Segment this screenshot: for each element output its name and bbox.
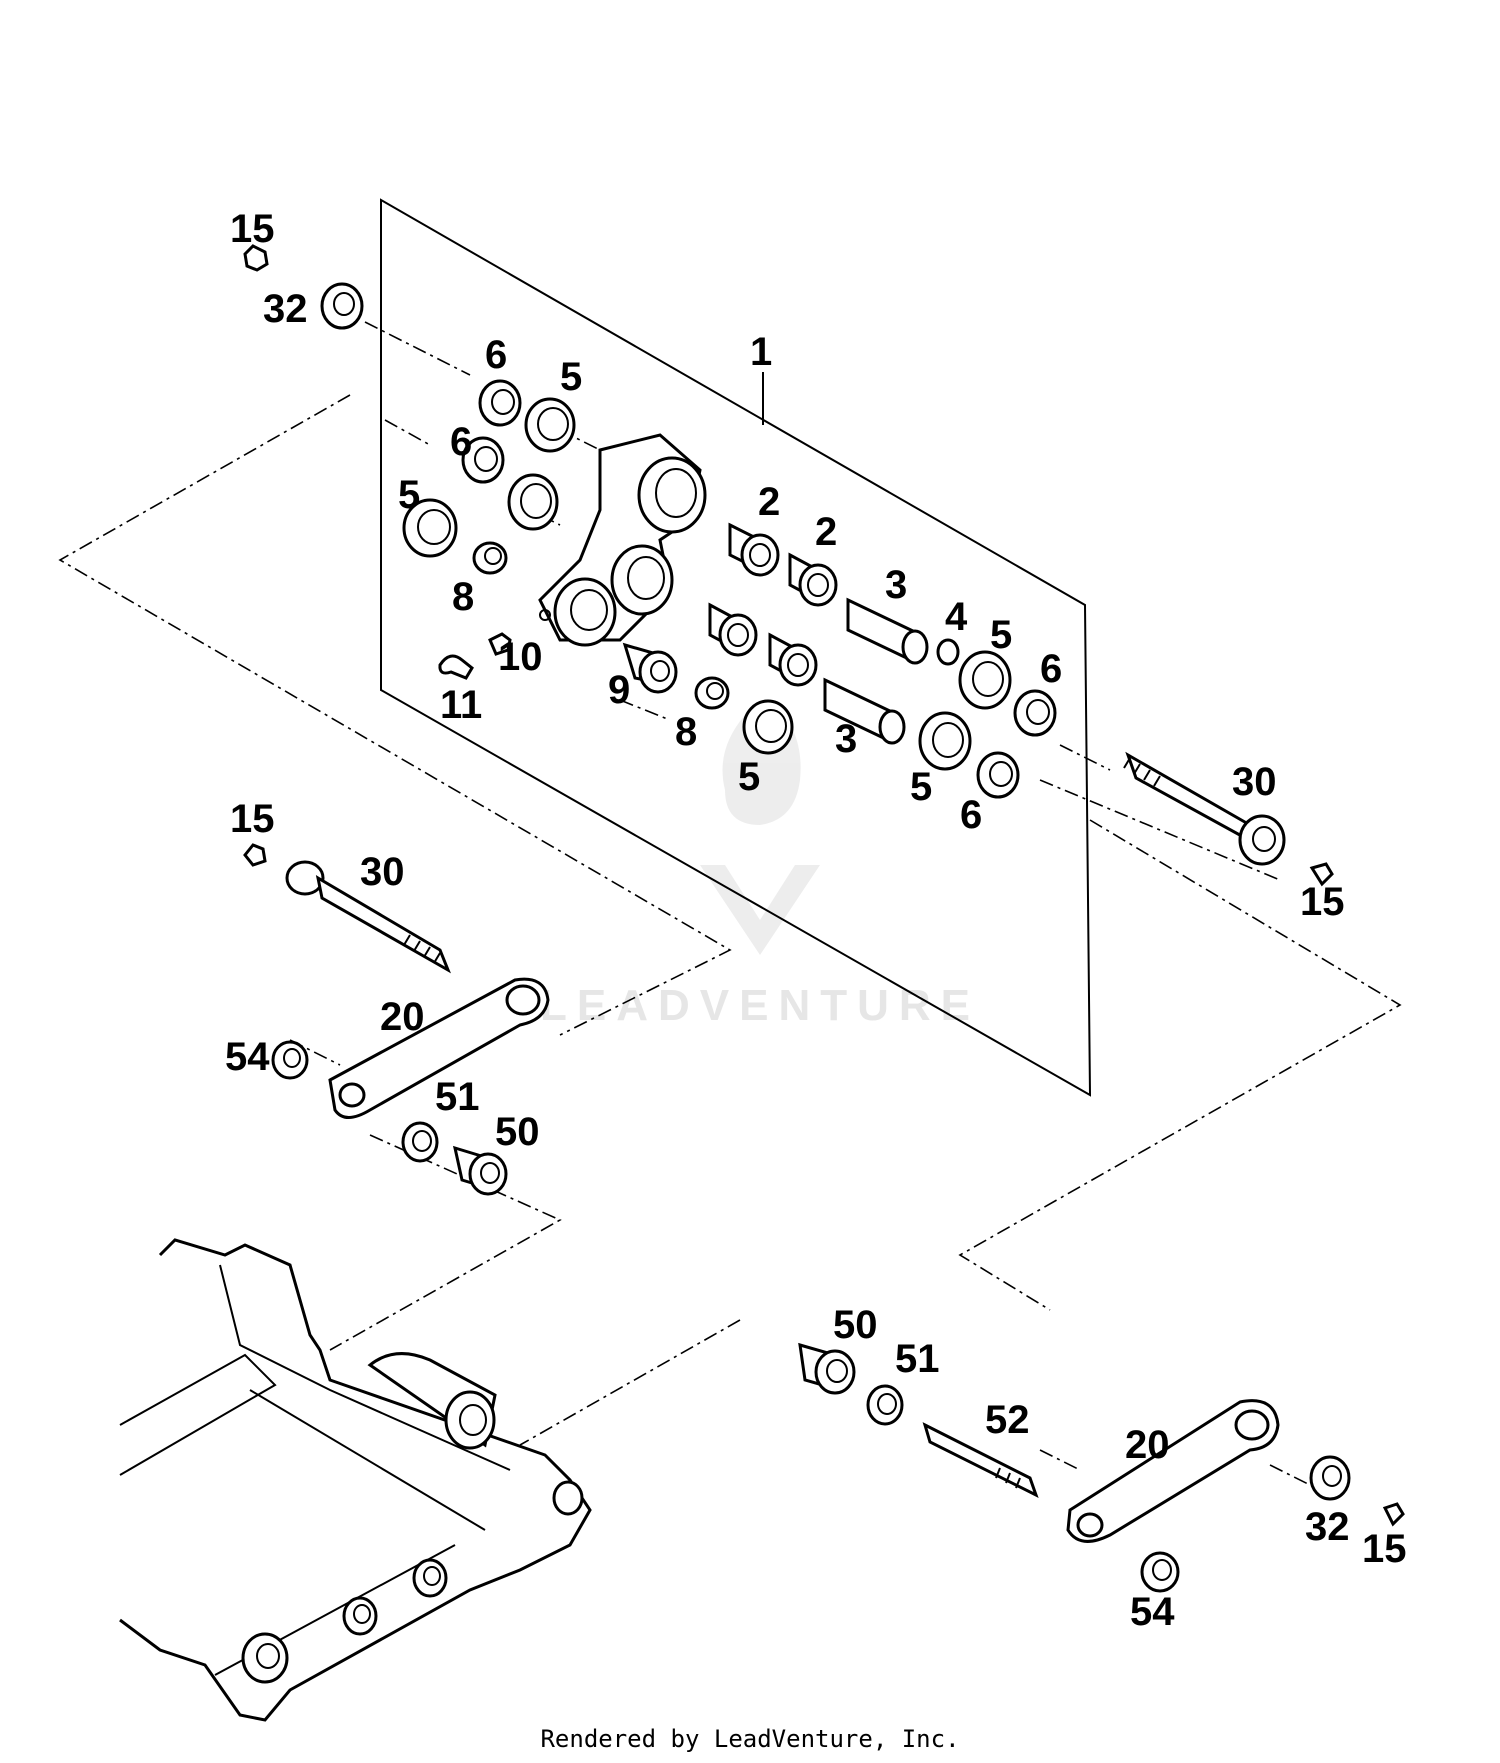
callout-51: 51 [435,1075,480,1119]
nut-54-right [1140,1551,1180,1593]
swingarm-frame [119,1238,592,1722]
callout-54: 54 [1130,1590,1175,1634]
callout-32: 32 [263,287,308,331]
callout-8: 8 [452,575,474,619]
bolt-30-right [1123,751,1286,866]
axis-line-link-right [1039,1449,1311,1486]
plug-15-top [243,244,269,272]
plug-15-left [243,843,267,867]
callout-15: 15 [1362,1527,1407,1571]
plug-15-bottom-right [1382,1502,1405,1527]
callout-5: 5 [738,755,760,799]
footer-credit: Rendered by LeadVenture, Inc. [540,1725,960,1753]
bolt-30-left [285,860,451,974]
ring-6-upper [478,379,522,427]
callout-labels: 15 32 1 6 5 6 5 8 2 2 3 4 5 6 10 11 9 8 … [225,207,1407,1634]
bushing-9 [622,642,678,694]
callout-6: 6 [1040,647,1062,691]
callout-51: 51 [895,1337,940,1381]
sleeve-3-lower [823,677,906,745]
needle-bearing-2-b [788,552,838,607]
axis-line-low [619,699,1281,881]
callout-2: 2 [815,510,837,554]
needle-bearing-2-a [728,522,780,577]
watermark-text: LEADVENTURE [540,981,980,1030]
rocker-arm-body [538,433,707,647]
callout-11: 11 [440,683,482,727]
axis-line-bolt [1059,744,1111,771]
callout-15: 15 [230,797,275,841]
seal-5-right-upper [958,650,1012,710]
callout-52: 52 [985,1398,1030,1442]
washer-51-left [401,1121,439,1163]
ring-6-mid [461,436,505,484]
link-rod-20-left [328,977,550,1119]
seal-5-lower [742,699,794,755]
seal-5-left [402,498,458,558]
callout-30: 30 [360,850,405,894]
callout-3: 3 [885,563,907,607]
callout-6: 6 [960,793,982,837]
callout-15: 15 [1300,880,1345,924]
dashed-link-lower-left [329,1134,562,1351]
callout-10: 10 [498,635,543,679]
callout-9: 9 [608,668,630,712]
callout-5: 5 [910,765,932,809]
assembly-plate-outline [380,198,1092,1097]
callout-54: 54 [225,1035,270,1079]
dashed-frame-left [58,394,732,1036]
cap-11 [438,654,474,680]
callout-2: 2 [758,480,780,524]
needle-bearing-2-d [768,632,818,687]
seal-5-mid [507,473,559,531]
callout-5: 5 [398,473,420,517]
callout-6: 6 [485,333,507,377]
seal-5-right-lower [918,711,972,771]
ring-6-right-lower [976,751,1020,799]
callout-15: 15 [230,207,275,251]
bushing-8-lower [694,676,730,710]
bushing-8-left [472,541,508,575]
callout-50: 50 [833,1303,878,1347]
bushing-50-right [798,1342,856,1395]
bushing-50-left [452,1145,508,1196]
callout-5: 5 [560,355,582,399]
callout-20: 20 [1125,1423,1170,1467]
link-rod-20-right [1066,1399,1280,1543]
callout-30: 30 [1232,760,1277,804]
dashed-frame-right [958,819,1402,1311]
nut-54-left [271,1040,309,1080]
callout-4: 4 [945,595,968,639]
needle-bearing-2-c [708,602,758,657]
grease-fitting-10 [488,632,512,656]
callout-6: 6 [450,420,472,464]
callout-32: 32 [1305,1505,1350,1549]
seal-5-upper [524,397,576,453]
o-ring-4 [936,638,960,666]
callout-20: 20 [380,995,425,1039]
plug-15-right [1309,862,1334,887]
callout-50: 50 [495,1110,540,1154]
callout-8: 8 [675,710,697,754]
dashed-link-lower-right [519,1319,741,1446]
nut-32-right [1309,1455,1351,1501]
nut-32-top [320,282,364,330]
callout-5: 5 [990,613,1012,657]
callout-3: 3 [835,717,857,761]
sleeve-3-upper [846,597,929,665]
washer-51-right [866,1384,904,1426]
bolt-52 [922,1422,1039,1499]
ring-6-right-upper [1013,689,1057,737]
callout-1: 1 [750,330,772,374]
